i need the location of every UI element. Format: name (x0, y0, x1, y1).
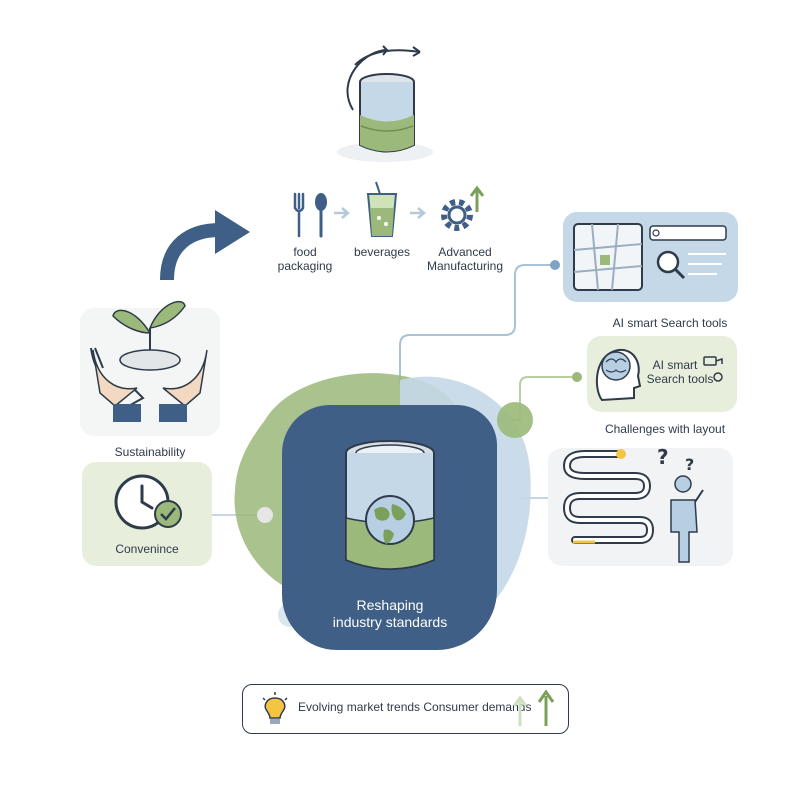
layout-card (548, 448, 733, 566)
map-search-icon (573, 223, 727, 291)
fork-spoon-icon (293, 192, 327, 238)
device-icon (703, 356, 723, 382)
svg-text:?: ? (685, 455, 694, 474)
center-title-line-1: Reshaping (356, 597, 424, 613)
layout-caption: Challenges with layout (604, 422, 726, 436)
brain-label-2: Search tools (646, 372, 714, 386)
arrow-right-icon-2 (410, 207, 426, 219)
drink-icon (366, 181, 398, 237)
maze-person-icon: ? ? (562, 445, 704, 563)
food-label-1: food (293, 245, 317, 259)
convenience-label: Convenince (115, 542, 179, 556)
growth-arrows-icon (512, 689, 555, 726)
manufacturing-label-1: Advanced (438, 245, 492, 259)
sustainability-label: Sustainability (114, 445, 186, 459)
brain-label-1: AI smart (652, 358, 698, 372)
plant-hands-icon (90, 300, 208, 422)
clock-check-icon (114, 474, 182, 530)
beverages-label: beverages (353, 245, 411, 259)
center-title-line-2: industry standards (332, 614, 448, 630)
gear-icon (441, 185, 485, 231)
curved-arrow-icon (160, 210, 250, 281)
svg-text:?: ? (657, 445, 669, 469)
manufacturing-label-2: Manufacturing (426, 259, 504, 273)
lightbulb-icon (262, 692, 288, 724)
trend-banner (242, 684, 569, 734)
globe-can-icon (345, 440, 435, 570)
brain-head-icon (595, 349, 642, 402)
food-label-2: packaging (277, 259, 333, 273)
can-icon (337, 45, 433, 162)
search-caption: AI smart Search tools (612, 316, 728, 330)
arrow-right-icon (334, 207, 350, 219)
trend-text: Evolving market trends Consumer demands (298, 700, 532, 714)
